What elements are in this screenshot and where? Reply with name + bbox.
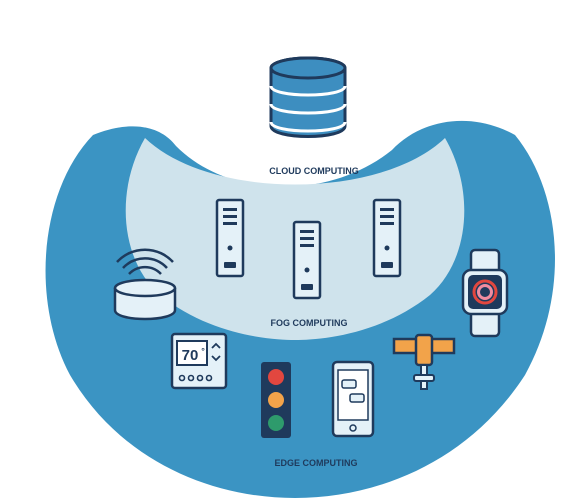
traffic-light-icon — [261, 362, 291, 438]
smartphone-icon — [331, 360, 375, 438]
fog-computing-label: FOG COMPUTING — [271, 318, 348, 328]
thermostat-icon: 70 ° — [170, 332, 228, 390]
cloud-computing-label: CLOUD COMPUTING — [269, 166, 359, 176]
traffic-light-amber — [268, 392, 284, 408]
water-valve-icon — [392, 333, 456, 390]
thermostat-degree-symbol: ° — [201, 346, 205, 356]
database-icon — [269, 56, 347, 138]
smart-speaker-icon — [113, 248, 177, 321]
smartwatch-icon — [461, 248, 509, 338]
server-left-icon — [215, 198, 245, 278]
traffic-light-green — [268, 415, 284, 431]
edge-computing-label: EDGE COMPUTING — [274, 458, 357, 468]
server-right-icon — [372, 198, 402, 278]
server-center-icon — [292, 220, 322, 300]
thermostat-display-value: 70 — [182, 347, 199, 364]
traffic-light-red — [268, 369, 284, 385]
